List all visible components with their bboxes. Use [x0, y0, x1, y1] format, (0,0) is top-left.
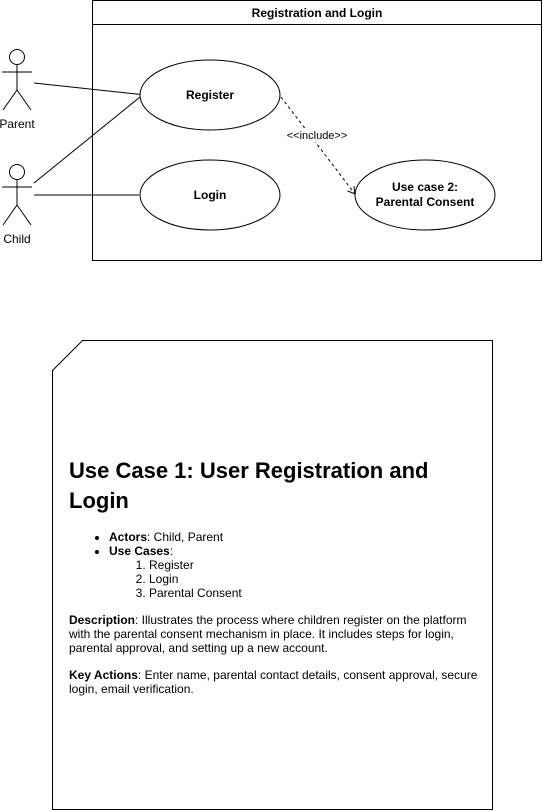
note-description: Description: Illustrates the process whe…	[69, 613, 479, 655]
actor-parent[interactable]	[2, 49, 32, 111]
actor-child-head	[9, 164, 25, 180]
note-description-value: : Illustrates the process where children…	[69, 613, 467, 655]
include-dependency-arrow[interactable]	[280, 96, 356, 195]
note-key-actions: Key Actions: Enter name, parental contac…	[69, 668, 479, 696]
use-case-register[interactable]: Register	[139, 59, 281, 131]
note-content: Use Case 1: User Registration and Login …	[69, 456, 479, 709]
note-actors-label: Actors	[109, 530, 148, 544]
use-case-parental-consent[interactable]: Use case 2: Parental Consent	[354, 159, 496, 231]
note-use-case-item: Parental Consent	[149, 586, 479, 600]
actor-parent-head	[9, 49, 25, 65]
note-key-actions-label: Key Actions	[69, 668, 138, 682]
note-use-cases-item: Use Cases: Register Login Parental Conse…	[109, 544, 479, 600]
include-label: <<include>>	[287, 130, 348, 142]
actor-parent-label: Parent	[0, 117, 35, 131]
system-title: Registration and Login	[252, 6, 383, 20]
use-case-consent-label-line1: Use case 2:	[392, 180, 458, 194]
actor-child[interactable]	[2, 164, 32, 226]
note-use-case-item: Login	[149, 572, 479, 586]
note-summary-list: Actors: Child, Parent Use Cases: Registe…	[69, 530, 479, 600]
use-case-login-label: Login	[194, 188, 227, 202]
actor-child-label: Child	[3, 232, 30, 246]
note-description-label: Description	[69, 613, 136, 627]
association-child-register[interactable]	[33, 96, 141, 184]
note-key-actions-value: : Enter name, parental contact details, …	[69, 668, 478, 696]
note-actors-value: : Child, Parent	[147, 530, 224, 544]
association-parent-register[interactable]	[33, 82, 147, 96]
note-use-cases-value: :	[169, 544, 174, 558]
note-use-case-list: Register Login Parental Consent	[109, 558, 479, 600]
use-case-login[interactable]: Login	[139, 159, 281, 231]
note-use-case-item: Register	[149, 558, 479, 572]
note-shape[interactable]	[52, 340, 493, 810]
use-case-register-label: Register	[186, 88, 234, 102]
use-case-consent-label-line2: Parental Consent	[376, 195, 475, 209]
note-actors-item: Actors: Child, Parent	[109, 530, 479, 544]
note-heading: Use Case 1: User Registration and Login	[69, 458, 429, 513]
note-use-cases-label: Use Cases	[109, 544, 170, 558]
include-label-bg	[286, 129, 348, 142]
